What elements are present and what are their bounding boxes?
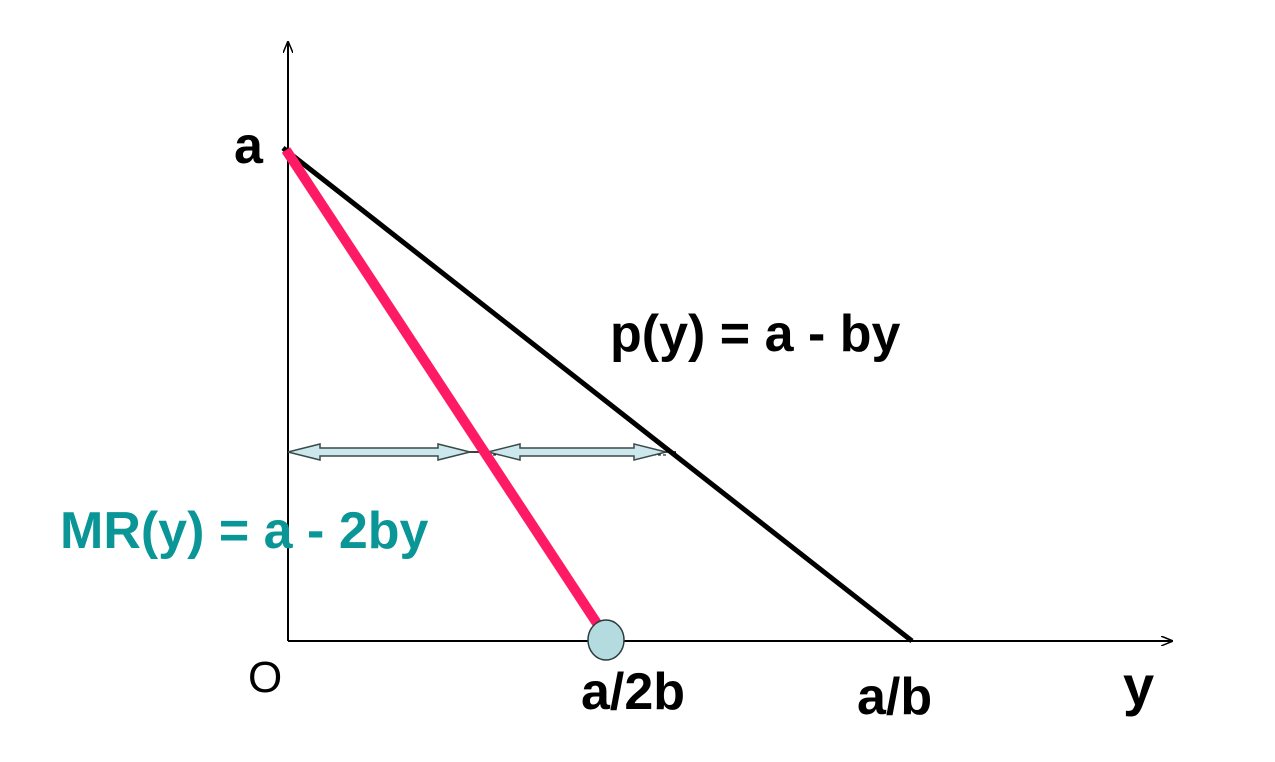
demand-x-intercept-label: a/b [857, 668, 932, 726]
mr-x-intercept-label: a/2b [581, 663, 685, 721]
distance-arrow-right [487, 443, 667, 461]
y-intercept-label: a [234, 117, 264, 175]
mr-equation-label: MR(y) = a - 2by [60, 502, 428, 560]
mr-line [281, 147, 605, 631]
x-axis-label: y [1123, 654, 1154, 717]
demand-line [281, 146, 914, 643]
origin-label: O [248, 653, 282, 702]
demand-equation-label: p(y) = a - by [610, 305, 900, 363]
mr-endpoint-marker [587, 619, 625, 661]
distance-arrow-left [287, 443, 471, 461]
